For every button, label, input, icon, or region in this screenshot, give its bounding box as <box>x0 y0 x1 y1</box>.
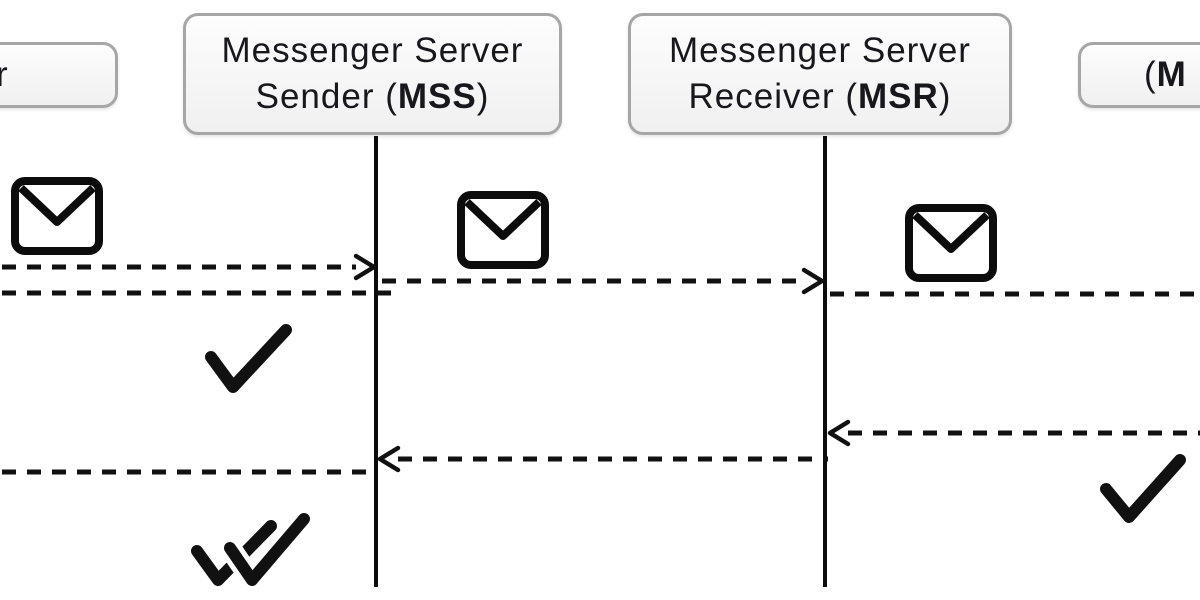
actor-abbr-receiver-partial: M <box>1156 55 1187 94</box>
envelope-icon <box>457 191 549 269</box>
actor-label-msr-line2: Receiver (MSR) <box>688 77 952 116</box>
envelope-icon <box>905 204 997 282</box>
actor-box-sender-partial: r <box>0 42 118 108</box>
double-check-icon <box>191 508 315 591</box>
actor-label-sender-partial: r <box>0 55 9 94</box>
actor-box-msr: Messenger Server Receiver (MSR) <box>628 13 1012 135</box>
arrowhead-right-at-mss <box>353 253 377 281</box>
actor-label-receiver-partial: (M <box>1144 55 1187 94</box>
arrowhead-left-at-mss <box>377 445 401 473</box>
actor-label-mss-line1: Messenger Server <box>221 31 524 70</box>
actor-label-msr-line1: Messenger Server <box>669 31 971 70</box>
arrowhead-right-at-msr <box>801 267 825 295</box>
actor-abbr-msr: MSR <box>858 77 939 116</box>
single-check-icon <box>205 324 292 393</box>
single-check-icon <box>1100 454 1186 523</box>
actor-label-mss-line2: Sender (MSS) <box>255 77 490 116</box>
actor-box-mss: Messenger Server Sender (MSS) <box>183 13 562 135</box>
envelope-icon <box>11 177 103 255</box>
actor-box-receiver-partial: (M <box>1078 42 1200 108</box>
actor-abbr-mss: MSS <box>397 77 477 116</box>
arrowhead-left-at-msr <box>827 419 851 447</box>
